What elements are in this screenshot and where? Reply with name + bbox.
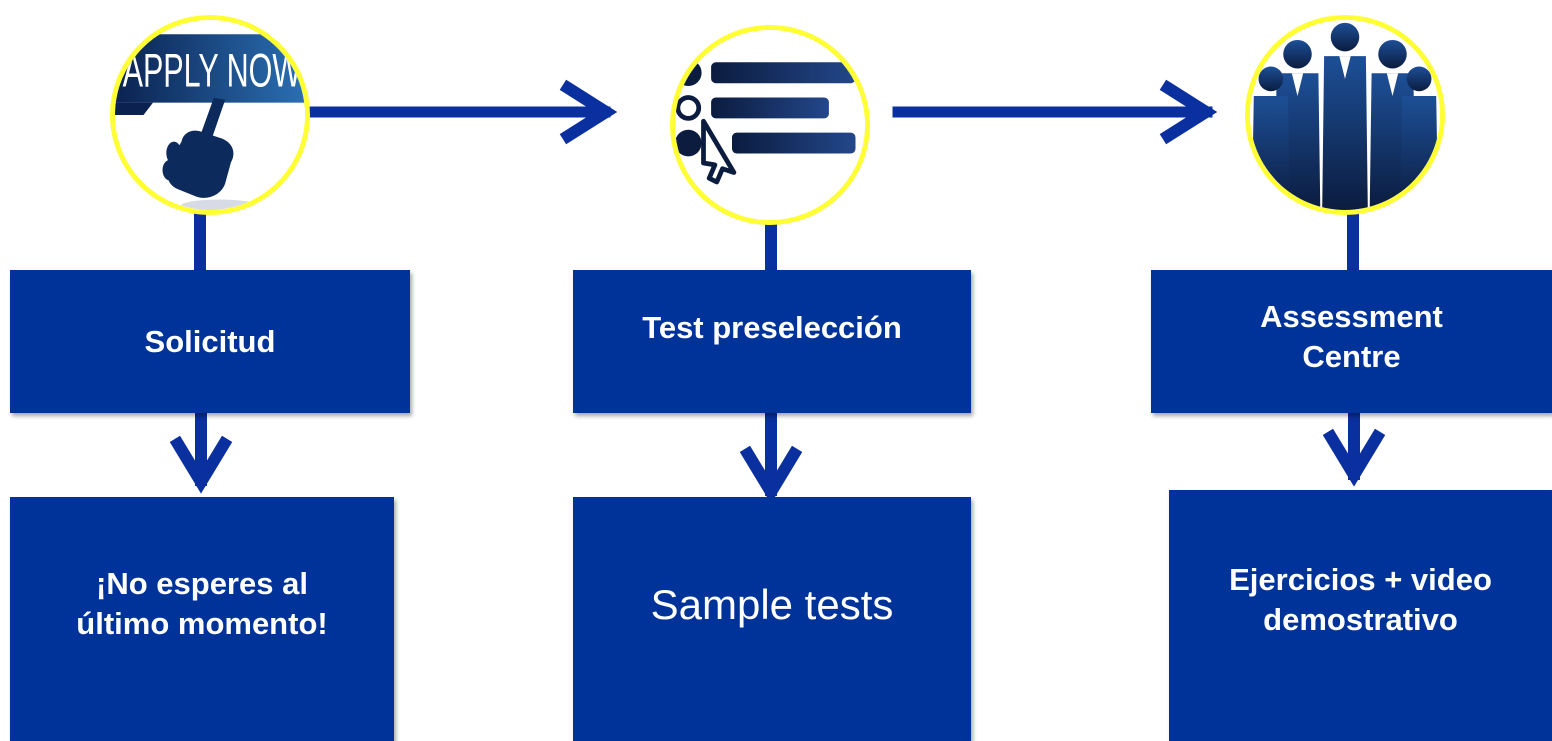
apply-now-icon: APPLY NOW (110, 15, 310, 215)
step-2-title-box: Test preselección (573, 270, 971, 413)
step-2-title: Test preselección (642, 310, 902, 345)
people-group-icon (1245, 15, 1445, 215)
step-1-title: Solicitud (144, 323, 276, 359)
checklist-cursor-icon (670, 25, 870, 225)
step-3-detail-box: Ejercicios + video demostrativo (1169, 490, 1552, 741)
step-1-detail-box: ¡No esperes al último momento! (10, 497, 394, 741)
step-1-title-box: Solicitud (10, 270, 410, 413)
step-2-detail-box: Sample tests (573, 497, 971, 741)
step-3-title-box: Assessment Centre (1151, 270, 1552, 413)
arrowhead-down-3 (1322, 428, 1386, 487)
step-1-detail: ¡No esperes al último momento! (76, 566, 328, 641)
step-2-detail: Sample tests (650, 581, 894, 628)
arrowhead-down-1 (169, 435, 233, 494)
apply-now-text: APPLY NOW (123, 45, 302, 98)
arrowhead-right-1 (559, 79, 618, 145)
step-3-title: Assessment Centre (1260, 298, 1443, 374)
arrowhead-down-2 (739, 445, 803, 504)
step-3-detail: Ejercicios + video demostrativo (1229, 561, 1492, 637)
arrowhead-right-2 (1159, 79, 1218, 145)
